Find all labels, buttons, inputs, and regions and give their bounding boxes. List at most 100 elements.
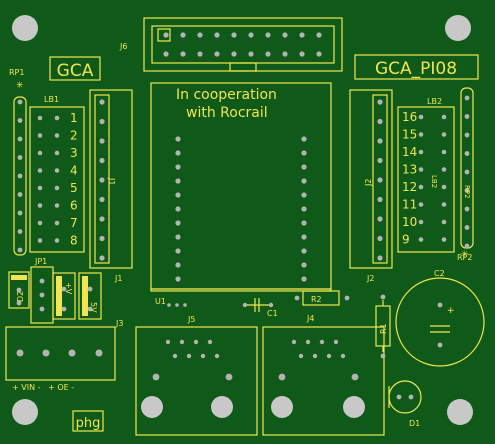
j4-mount-hole xyxy=(271,396,293,418)
label-plus-v: +V xyxy=(64,282,73,295)
j4-mount-hole xyxy=(343,396,365,418)
j6-pad xyxy=(248,32,254,38)
j2-pad xyxy=(377,177,383,183)
rp1-pad xyxy=(17,192,23,197)
label-d2: D2 xyxy=(16,291,25,302)
j4-pad xyxy=(305,339,311,345)
lb-number: 9 xyxy=(402,233,410,247)
rp1-pad xyxy=(17,155,23,160)
five-v-pad xyxy=(87,306,93,312)
label-d1: D1 xyxy=(409,419,420,428)
lb1-pad xyxy=(54,238,60,243)
j6-pad xyxy=(180,32,186,38)
mounting-holes xyxy=(12,15,473,425)
lb1-outline xyxy=(29,106,85,253)
lb-number: 5 xyxy=(70,181,78,195)
module-pad xyxy=(301,276,307,282)
r2-outline xyxy=(302,290,340,306)
logo-right-box xyxy=(354,54,479,80)
module-pad xyxy=(301,234,307,240)
j4-pad xyxy=(278,373,286,381)
module-pad xyxy=(175,262,181,268)
rp1-pin1-marker: ✳ xyxy=(16,81,24,91)
j6-pad xyxy=(299,32,305,38)
rp2-pad xyxy=(464,95,470,101)
module-pad xyxy=(175,248,181,254)
lb2-pad xyxy=(418,202,424,207)
rp2-pad xyxy=(464,151,470,156)
lb2-pad xyxy=(418,167,424,172)
label-c2: C2 xyxy=(434,269,445,278)
rp1-pad xyxy=(17,118,23,123)
module-pad xyxy=(175,276,181,282)
lb2-pad xyxy=(441,237,447,242)
module-pad xyxy=(301,248,307,254)
rp2-pad xyxy=(464,132,470,138)
label-r2: R2 xyxy=(311,295,322,304)
label-u1: U1 xyxy=(155,297,166,306)
label-j5: J5 xyxy=(187,315,195,324)
lb2-outline xyxy=(397,106,455,253)
lb-number: 16 xyxy=(402,110,417,124)
lb-number: 13 xyxy=(402,163,417,177)
j5-mount-hole xyxy=(211,396,233,418)
lb-number: 3 xyxy=(70,146,78,160)
rp2-pad xyxy=(464,206,470,212)
lb1-pad xyxy=(54,133,60,138)
module-pad xyxy=(301,206,307,212)
j2-pad xyxy=(377,157,383,164)
module-pad xyxy=(175,164,181,170)
label-c1: C1 xyxy=(267,309,278,318)
label-lb2-vertical: LB2 xyxy=(430,175,438,188)
j1-outline xyxy=(89,89,133,269)
lb1-pad xyxy=(37,115,43,121)
u1-pad xyxy=(175,303,179,307)
lb2-pad xyxy=(441,202,447,207)
j1-pad xyxy=(99,138,105,144)
j2-outline xyxy=(349,89,393,269)
j1-pad xyxy=(99,235,105,242)
plus-v-pad xyxy=(61,286,67,292)
j6-key xyxy=(229,62,257,72)
j6-pad xyxy=(265,32,271,38)
j5-outline xyxy=(135,326,258,436)
j3-outline xyxy=(5,326,116,381)
j6-pad xyxy=(163,32,169,38)
plus-v-band xyxy=(56,276,62,316)
d1-pad xyxy=(408,394,414,400)
j6-pad xyxy=(197,32,203,38)
j6-pad xyxy=(197,51,203,57)
module-pad xyxy=(175,220,181,226)
j4-pad xyxy=(319,339,325,345)
lb2-pad xyxy=(441,167,447,172)
j1-pad xyxy=(99,196,105,203)
j6-pad xyxy=(180,51,186,57)
j6-pad xyxy=(299,51,305,57)
lb1-pad xyxy=(54,220,60,226)
module-pad xyxy=(175,192,181,198)
j5-pad xyxy=(200,353,206,359)
lb1-pad xyxy=(37,220,43,226)
c2-pad xyxy=(437,342,443,348)
jp1-pad xyxy=(39,306,45,312)
j4-pad xyxy=(326,353,332,359)
j6-pin1-marker xyxy=(157,28,171,42)
j4-pad xyxy=(291,339,297,345)
label-lb2: LB2 xyxy=(427,97,442,106)
lb2-pad xyxy=(441,114,447,120)
lb-number: 11 xyxy=(402,198,417,212)
d2-band xyxy=(11,275,27,280)
lb2-pad xyxy=(441,132,447,137)
lb2-pad xyxy=(441,184,447,190)
module-pad xyxy=(175,150,181,156)
d2-pad xyxy=(16,287,22,293)
plus-v-pad xyxy=(61,306,67,312)
lb-number: 14 xyxy=(402,145,417,159)
rp1-outline xyxy=(13,96,27,256)
lb1-pad xyxy=(54,115,60,121)
j3-terminal-pad xyxy=(68,349,76,357)
pads xyxy=(16,32,470,418)
j6-pad xyxy=(163,51,169,57)
module-pad xyxy=(301,150,307,156)
